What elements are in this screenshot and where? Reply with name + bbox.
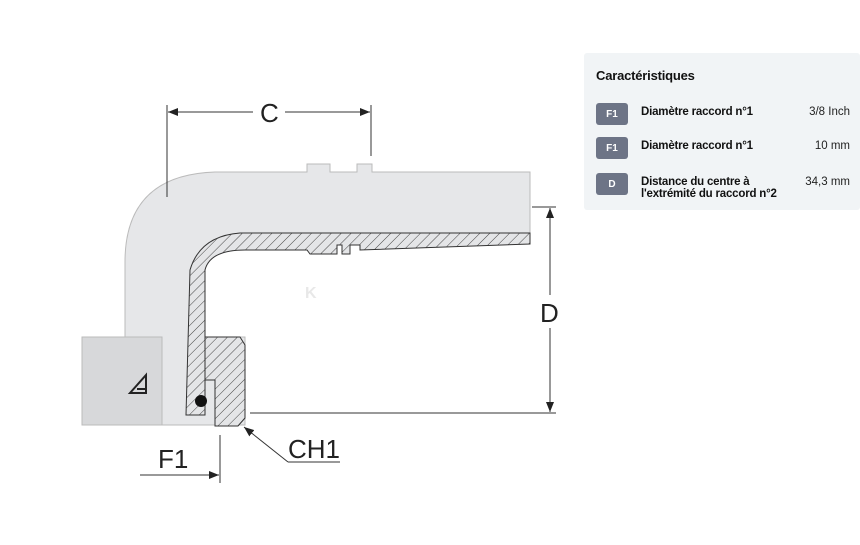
row-value: 34,3 mm: [805, 176, 850, 188]
fitting-technical-drawing: K C D F1 CH1: [81, 98, 559, 483]
dimension-d-label: D: [540, 298, 559, 328]
characteristic-row: F1 Diamètre raccord n°1 10 mm: [596, 137, 850, 161]
row-label: Diamètre raccord n°1: [641, 140, 753, 152]
row-badge: F1: [596, 103, 628, 125]
tube-section: [185, 232, 531, 416]
dimension-c-label: C: [260, 98, 279, 128]
row-value: 10 mm: [814, 140, 850, 152]
o-ring: [195, 395, 207, 407]
row-badge: F1: [596, 137, 628, 159]
elbow-body: [124, 163, 531, 426]
brand-logo-icon: [127, 372, 147, 394]
dimension-ch1-label: CH1: [288, 434, 340, 464]
row-badge: D: [596, 173, 628, 195]
hex-nut: [81, 336, 163, 426]
svg-text:K: K: [305, 285, 317, 302]
characteristic-row: F1 Diamètre raccord n°1 3/8 Inch: [596, 103, 850, 127]
row-label: Diamètre raccord n°1: [641, 106, 753, 118]
panel-title: Caractéristiques: [596, 68, 695, 83]
characteristics-panel: Caractéristiques F1 Diamètre raccord n°1…: [584, 53, 860, 210]
nut-section: [204, 336, 246, 427]
dimension-f1-label: F1: [158, 444, 188, 474]
row-value: 3/8 Inch: [809, 106, 850, 118]
characteristic-row: D Distance du centre à l'extrémité du ra…: [596, 173, 850, 200]
row-label: Distance du centre à l'extrémité du racc…: [641, 176, 777, 200]
